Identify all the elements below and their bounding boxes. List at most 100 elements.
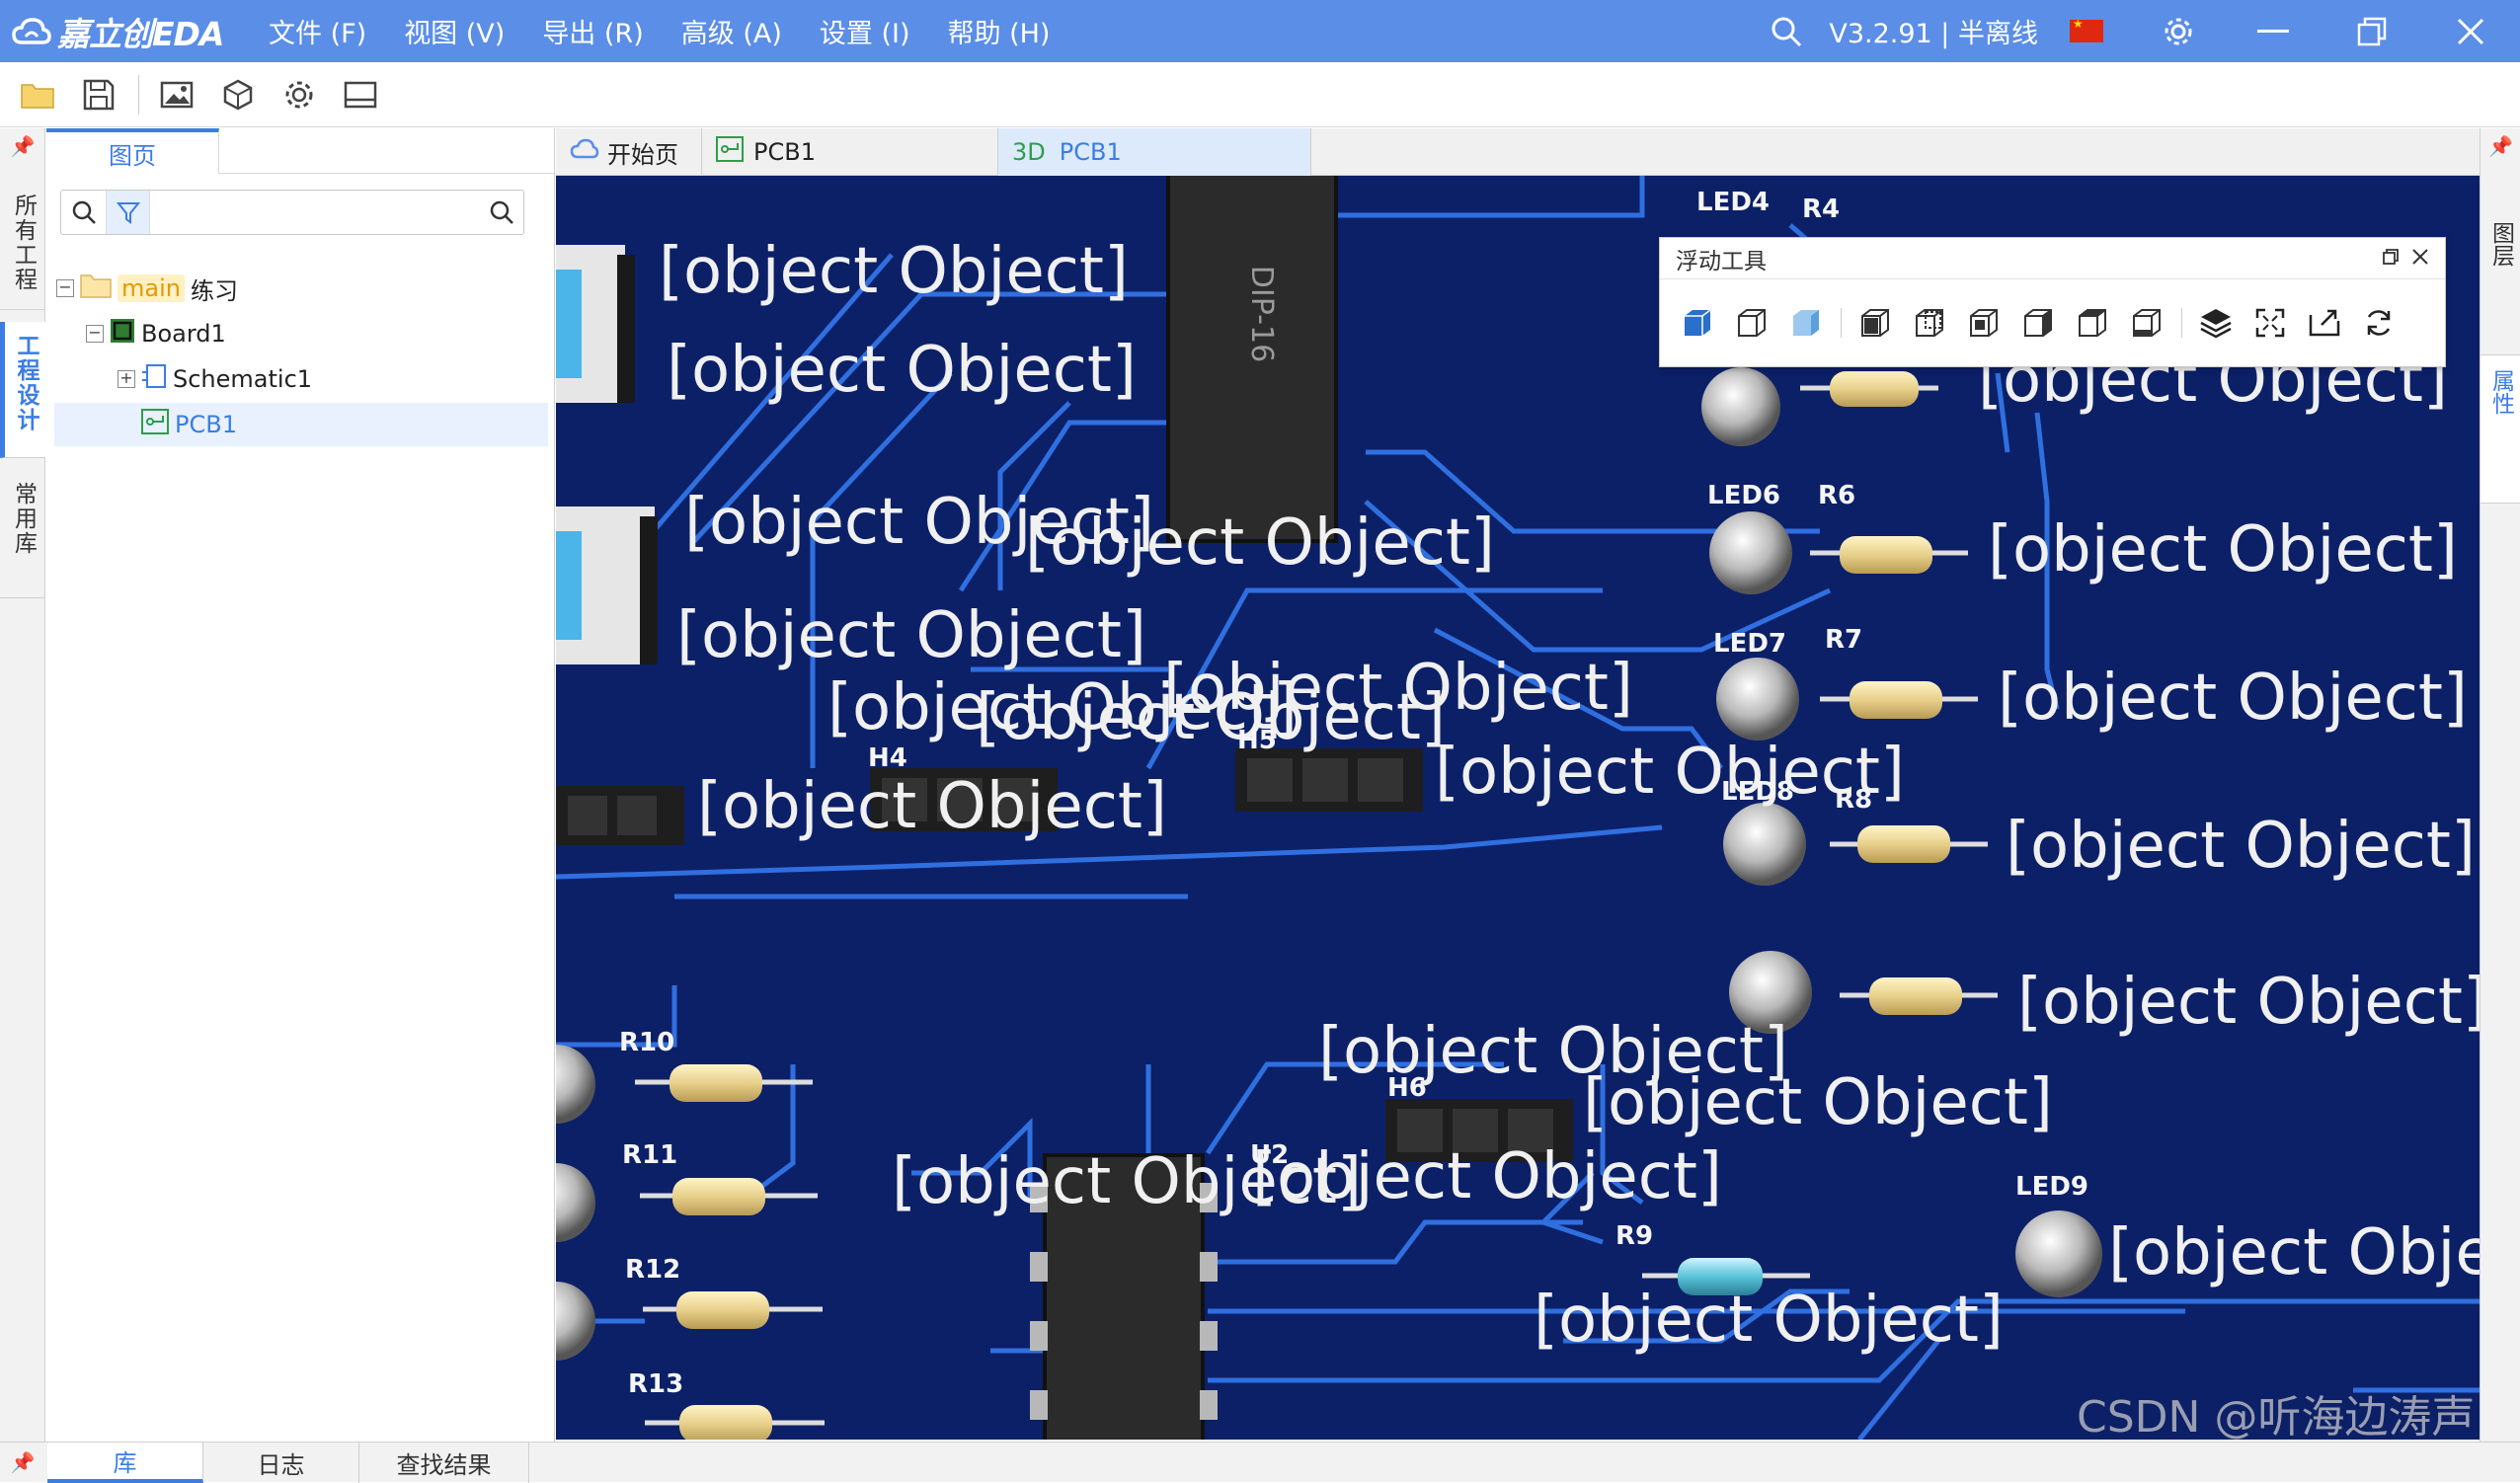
designator: LED6 (1707, 481, 1780, 510)
close-icon[interactable] (2421, 0, 2520, 62)
refresh-icon[interactable] (2355, 299, 2402, 347)
pcb-3d-viewport[interactable]: DIP-16 (556, 176, 2480, 1440)
watermark: CSDN @听海边涛声 (2077, 1392, 2475, 1440)
designator: LED4 (1696, 188, 1770, 217)
3d-model-icon[interactable] (212, 69, 264, 120)
tab-pages[interactable]: 图页 (46, 128, 219, 174)
collapse-icon[interactable]: − (56, 279, 74, 297)
cloud-icon (570, 138, 599, 166)
pcb-icon (716, 136, 744, 168)
china-flag-icon[interactable] (2070, 17, 2103, 42)
net-label: [object Object] (976, 681, 1446, 754)
tree-pcb[interactable]: PCB1 (54, 403, 548, 446)
floating-tool-title: 浮动工具 (1676, 248, 1767, 274)
tab-library[interactable]: 库 (47, 1443, 203, 1483)
net-label: [object Object] (1318, 1015, 1788, 1088)
tab-all-projects[interactable]: 所有工程 (0, 182, 45, 310)
net-label: [object Object] (2006, 810, 2476, 883)
pin-icon[interactable]: 📌 (2488, 134, 2513, 158)
view-back-icon[interactable] (1906, 299, 1953, 347)
app-logo: 嘉立创EDA (12, 8, 231, 55)
menu-advanced[interactable]: 高级 (A) (680, 19, 782, 49)
view-front-icon[interactable] (1851, 299, 1899, 347)
close-icon[interactable] (2411, 246, 2445, 272)
tree-project[interactable]: − main 练习 (56, 267, 238, 310)
view-left-icon[interactable] (1960, 299, 2008, 347)
designator: R10 (619, 1028, 674, 1057)
fit-view-icon[interactable] (2246, 299, 2294, 347)
tab-project-design[interactable]: 工程设计 (0, 322, 45, 458)
pcb-3d-render[interactable]: DIP-16 (556, 176, 2480, 1440)
tab-3d-pcb-label: PCB1 (1059, 138, 1122, 166)
tab-common-library[interactable]: 常用库 (0, 470, 45, 598)
export-image-icon[interactable] (2301, 299, 2348, 347)
pcb-name: PCB1 (175, 411, 237, 438)
search-icon[interactable] (61, 191, 107, 234)
tab-start-page[interactable]: 开始页 (556, 128, 702, 176)
tree-schematic[interactable]: + Schematic1 (118, 357, 312, 401)
menu-export[interactable]: 导出 (R) (542, 19, 644, 49)
tab-3d-pcb[interactable]: 3D PCB1 (998, 128, 1311, 176)
pin-icon[interactable]: 📌 (10, 1450, 36, 1474)
cube-shaded-icon[interactable] (1782, 299, 1830, 347)
project-name: 练习 (190, 276, 238, 305)
popout-icon[interactable] (2382, 246, 2411, 272)
net-label: [object Object] (892, 1145, 1362, 1218)
designator: R12 (625, 1255, 680, 1285)
layers-icon[interactable] (2192, 299, 2240, 347)
tab-project-design-label: 工程设计 (13, 334, 39, 432)
designator: LED7 (1713, 629, 1786, 659)
view-top-icon[interactable] (2069, 299, 2116, 347)
filter-icon[interactable] (107, 191, 150, 234)
cube-outline-icon[interactable] (1728, 299, 1775, 347)
panel-layout-icon[interactable] (335, 69, 386, 120)
view-bottom-icon[interactable] (2123, 299, 2170, 347)
search-input[interactable] (150, 193, 480, 232)
search-submit-icon[interactable] (480, 199, 523, 225)
designator: U2 (1250, 1140, 1289, 1170)
tab-log[interactable]: 日志 (203, 1443, 359, 1483)
schematic-name: Schematic1 (173, 365, 313, 393)
right-side-strip: 📌 图层 属性 (2480, 128, 2520, 1442)
view-right-icon[interactable] (2014, 299, 2062, 347)
tree-board[interactable]: − Board1 (86, 312, 226, 355)
cube-solid-icon[interactable] (1674, 299, 1721, 347)
menu-settings[interactable]: 设置 (I) (819, 19, 910, 49)
dip16-chip-top: DIP-16 (1166, 176, 1338, 543)
minimize-icon[interactable] (2224, 0, 2323, 62)
search-icon[interactable] (1770, 15, 1803, 48)
pin-icon[interactable]: 📌 (10, 134, 36, 158)
designator: R8 (1835, 785, 1872, 815)
leds (556, 367, 2102, 1361)
net-label: [object Object] (2108, 1216, 2480, 1289)
net-label: [object Object] (1998, 662, 2468, 735)
designators: LED4 R4 LED6 R6 LED7 R7 LED8 R8 H4 H5 H6… (619, 188, 2088, 1399)
tab-layers[interactable]: 图层 (2481, 207, 2520, 355)
menu-help[interactable]: 帮助 (H) (947, 19, 1051, 49)
designator: LED8 (1721, 777, 1794, 807)
image-export-icon[interactable] (151, 69, 202, 120)
open-folder-icon[interactable] (12, 69, 63, 120)
branch-tag: main (118, 274, 185, 302)
menu-view[interactable]: 视图 (V) (404, 19, 506, 49)
toolbar-divider (1841, 308, 1842, 338)
expand-icon[interactable]: + (118, 370, 135, 388)
save-icon[interactable] (73, 69, 124, 120)
gear-icon[interactable] (2163, 16, 2194, 47)
designator: H4 (868, 743, 907, 773)
header-h3 (556, 786, 684, 845)
menu-file[interactable]: 文件 (F) (269, 19, 367, 49)
header-h6 (1385, 1099, 1573, 1162)
settings-icon[interactable] (274, 69, 325, 120)
collapse-icon[interactable]: − (86, 325, 104, 343)
designator: H6 (1387, 1073, 1427, 1103)
net-label: [object Object] (659, 235, 1129, 308)
tab-search-results[interactable]: 查找结果 (359, 1443, 529, 1483)
tab-properties[interactable]: 属性 (2481, 355, 2520, 504)
search-row (60, 190, 524, 235)
tab-pcb[interactable]: PCB1 (702, 128, 998, 176)
restore-icon[interactable] (2323, 0, 2421, 62)
net-label: [object Object] (676, 599, 1146, 672)
dip-chip-bottom (1030, 1153, 1218, 1440)
folder-icon (80, 273, 112, 304)
